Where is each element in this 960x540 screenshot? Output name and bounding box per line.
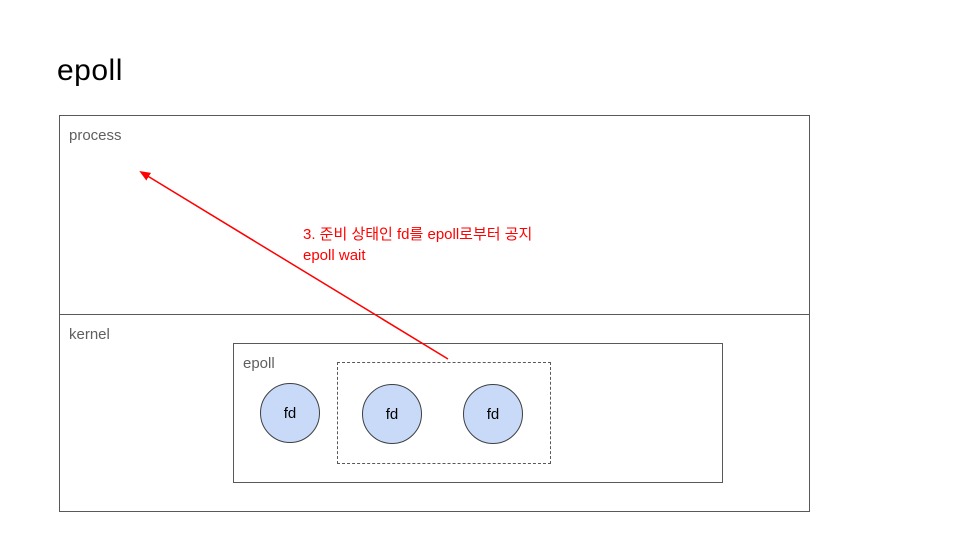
fd-circle-label: fd xyxy=(385,405,399,423)
annotation-text: 3. 준비 상태인 fd를 epoll로부터 공지 epoll wait xyxy=(303,224,532,266)
process-section: process xyxy=(60,116,809,315)
annotation-line2: epoll wait xyxy=(303,247,366,264)
slide-title: epoll xyxy=(57,54,123,87)
ready-fd-dashed-box xyxy=(337,362,551,464)
kernel-label: kernel xyxy=(69,326,110,343)
fd-circle: fd xyxy=(260,383,320,443)
epoll-box-label: epoll xyxy=(243,355,275,372)
fd-circle-label: fd xyxy=(486,405,500,423)
process-label: process xyxy=(69,127,122,144)
fd-circle: fd xyxy=(463,384,523,444)
fd-circle: fd xyxy=(362,384,422,444)
kernel-section: kernel xyxy=(60,315,809,513)
fd-circle-label: fd xyxy=(283,404,297,422)
annotation-line1: 3. 준비 상태인 fd를 epoll로부터 공지 xyxy=(303,226,533,243)
